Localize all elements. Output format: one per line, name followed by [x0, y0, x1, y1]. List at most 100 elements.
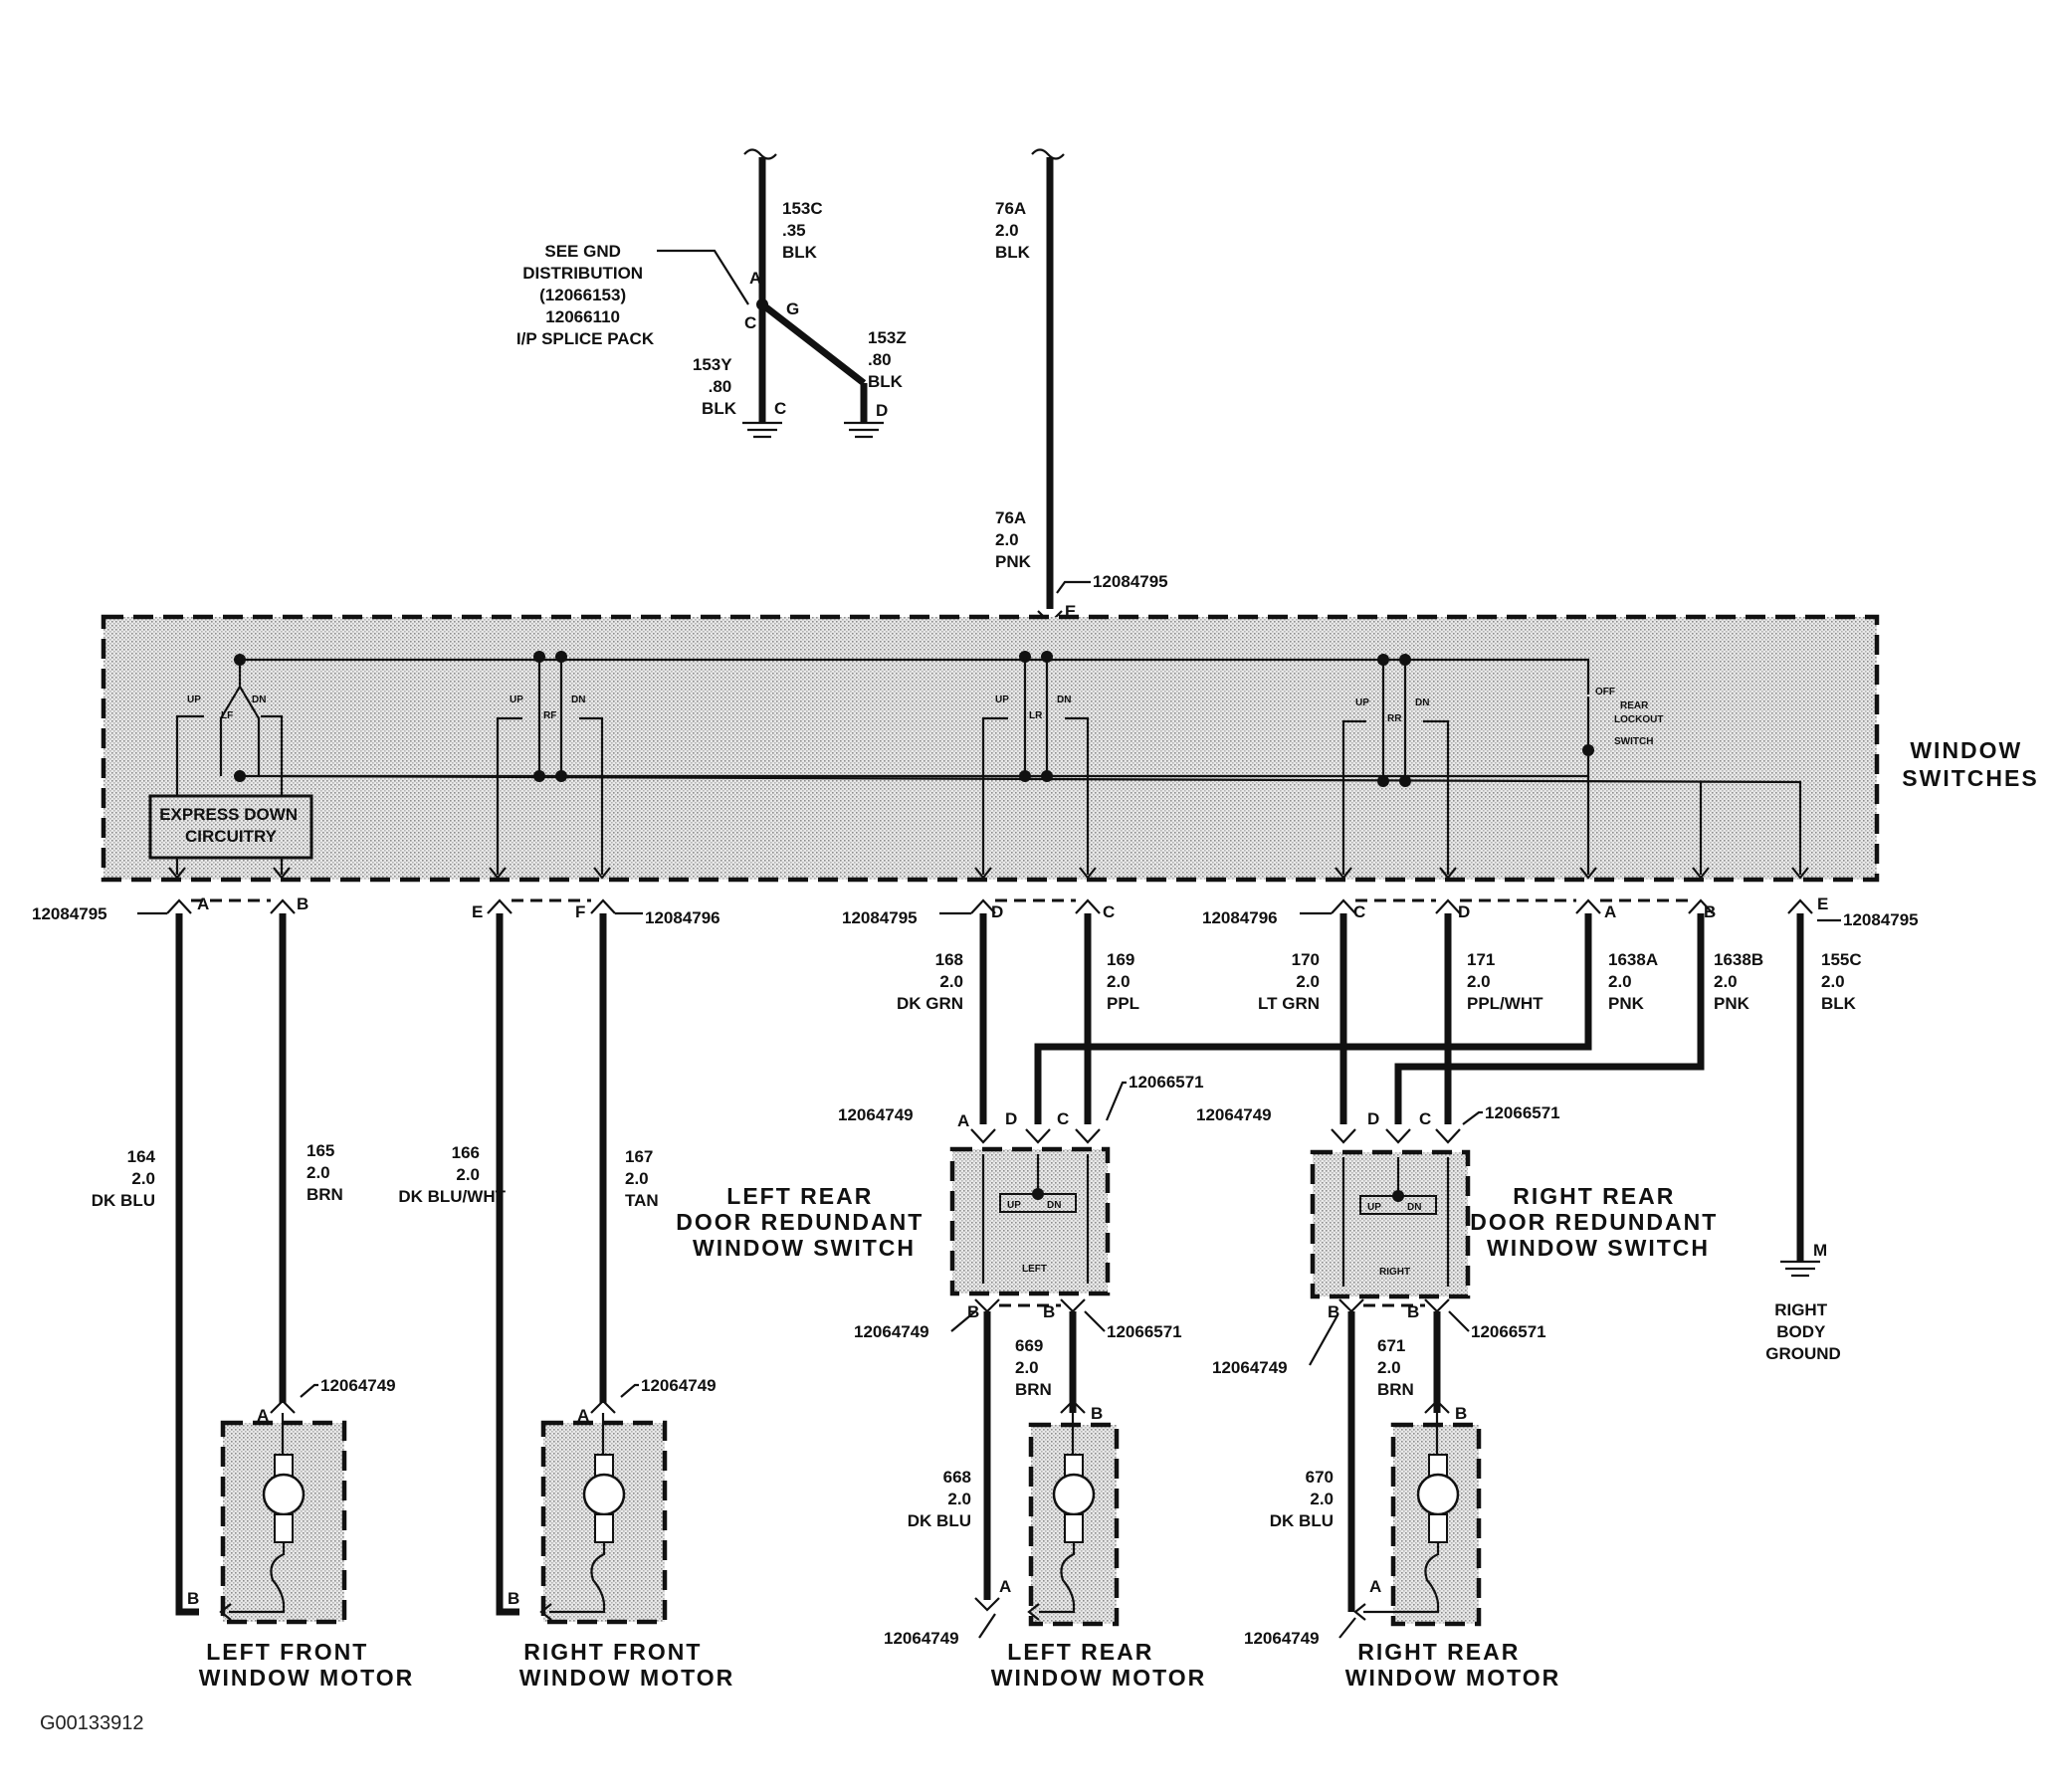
- right-front-motor: A 12064749 B RIGHT FRONT WINDOW MOTOR: [508, 1376, 735, 1691]
- svg-text:OFF: OFF: [1595, 687, 1615, 697]
- connector-12084795-lr: 12084795: [842, 908, 918, 927]
- window-switches-title: WINDOW SWITCHES: [1902, 737, 2038, 791]
- wire-76a-top: 76A 2.0 BLK: [995, 199, 1031, 262]
- wire-76a-lower: 76A 2.0 PNK: [995, 508, 1032, 571]
- rf-motor-title: RIGHT FRONT WINDOW MOTOR: [519, 1639, 735, 1691]
- connector-12084795-ground: 12084795: [1843, 910, 1919, 929]
- pin-d: D: [1005, 1109, 1017, 1128]
- pin-m: M: [1813, 1241, 1827, 1260]
- svg-text:UP: UP: [1007, 1200, 1021, 1211]
- pin-c-lr: C: [1103, 902, 1115, 921]
- wire-1638b: [1394, 913, 1705, 1124]
- connector-leader: [1462, 1110, 1483, 1125]
- svg-text:SWITCH: SWITCH: [1614, 736, 1653, 747]
- pin-d-lr: D: [991, 902, 1003, 921]
- right-rear-motor: B A 12064749 RIGHT REAR WINDOW MOTOR: [1244, 1399, 1558, 1691]
- connector-12064749: 12064749: [641, 1376, 717, 1395]
- pin-b: B: [1091, 1404, 1103, 1423]
- right-body-ground: M RIGHT BODY GROUND: [1765, 1241, 1841, 1363]
- left-rear-motor: B A 12064749 LEFT REAR WINDOW MOTOR: [884, 1399, 1207, 1691]
- break-symbol: [1031, 148, 1065, 160]
- svg-text:RIGHT: RIGHT: [1379, 1267, 1410, 1278]
- rf-switch: UP DN RF: [496, 651, 604, 875]
- svg-text:UP: UP: [187, 695, 201, 705]
- rr-switch: UP DN RR: [1341, 654, 1450, 875]
- wire-164: [175, 913, 199, 1616]
- pin-a: A: [577, 1406, 589, 1425]
- rear-lockout-switch: OFF REAR LOCKOUT SWITCH: [1582, 687, 1663, 756]
- pin-a: A: [999, 1577, 1011, 1596]
- connector-leader: [300, 1383, 318, 1398]
- svg-text:LOCKOUT: LOCKOUT: [1614, 714, 1663, 725]
- connector-row: A B 12084795 E F 12084796 D C 12084795 C…: [32, 895, 1919, 929]
- svg-text:LF: LF: [221, 710, 233, 721]
- connector-12084795-left: 12084795: [32, 904, 107, 923]
- wire-153z-label: 153Z .80 BLK: [868, 328, 911, 391]
- pin-b-right: B: [1407, 1302, 1419, 1321]
- connector-12066571-lower: 12066571: [1107, 1322, 1182, 1341]
- pin-a: A: [197, 895, 209, 913]
- svg-text:UP: UP: [1355, 697, 1369, 708]
- ground-bus: [281, 774, 1802, 875]
- pin-c: C: [1057, 1109, 1069, 1128]
- pin-b-lockout: B: [1704, 902, 1716, 921]
- break-symbol: [743, 148, 777, 160]
- left-front-motor: A 12064749 B LEFT FRONT WINDOW MOTOR: [187, 1376, 412, 1691]
- pin-c-ground: C: [774, 399, 786, 418]
- window-switches-assembly: WINDOW SWITCHES UP DN LF EXPRESS DOWN CI…: [101, 614, 2038, 883]
- pin-a: A: [957, 1111, 969, 1130]
- svg-text:DN: DN: [571, 695, 585, 705]
- pin-c: C: [1419, 1109, 1431, 1128]
- pin-b: B: [508, 1589, 519, 1608]
- connector-12064749: 12064749: [320, 1376, 396, 1395]
- connector-leader: [620, 1383, 639, 1398]
- wire-1638a: [1034, 913, 1592, 1124]
- svg-text:LR: LR: [1029, 710, 1043, 721]
- express-down-box: [148, 794, 313, 860]
- pin-d-rr: D: [1458, 902, 1470, 921]
- right-rear-door-switch: D C 12064749 12066571 UP DN RIGHT RIGHT …: [1196, 1103, 1716, 1377]
- ground-symbol: [1780, 1260, 1820, 1278]
- box-output-arrows: [168, 867, 1809, 880]
- pin-b: B: [187, 1589, 199, 1608]
- connector-12066571: 12066571: [1129, 1073, 1204, 1092]
- connector-12064749-lower: 12064749: [854, 1322, 929, 1341]
- connector-12064749: 12064749: [1196, 1105, 1272, 1124]
- svg-text:UP: UP: [510, 695, 523, 705]
- svg-text:UP: UP: [1367, 1202, 1381, 1213]
- svg-text:DN: DN: [1057, 695, 1071, 705]
- connector-12066571-lower: 12066571: [1471, 1322, 1546, 1341]
- connector-12084796-rr: 12084796: [1202, 908, 1278, 927]
- window-switches-box: [101, 614, 1880, 883]
- svg-text:DN: DN: [1415, 697, 1429, 708]
- pin-c-rr: C: [1353, 902, 1365, 921]
- connector-leader: [1056, 580, 1091, 594]
- svg-text:DN: DN: [252, 695, 266, 705]
- right-body-ground-label: RIGHT BODY GROUND: [1765, 1300, 1841, 1363]
- pin-a: A: [1369, 1577, 1381, 1596]
- pin-a: A: [749, 269, 761, 288]
- lr-motor-title: LEFT REAR WINDOW MOTOR: [991, 1639, 1207, 1691]
- power-feed: 76A 2.0 BLK 76A 2.0 PNK 12084795 E: [995, 148, 1168, 625]
- leader-line: [657, 249, 749, 305]
- pin-b-right: B: [1043, 1302, 1055, 1321]
- pin-c: C: [744, 313, 756, 332]
- harness-wires: [175, 913, 1804, 1616]
- svg-text:UP: UP: [995, 695, 1009, 705]
- motor-icon: [1052, 1473, 1096, 1516]
- pin-e-top: E: [1065, 602, 1076, 621]
- svg-text:RF: RF: [543, 710, 556, 721]
- left-rear-switch-box: [949, 1146, 1111, 1296]
